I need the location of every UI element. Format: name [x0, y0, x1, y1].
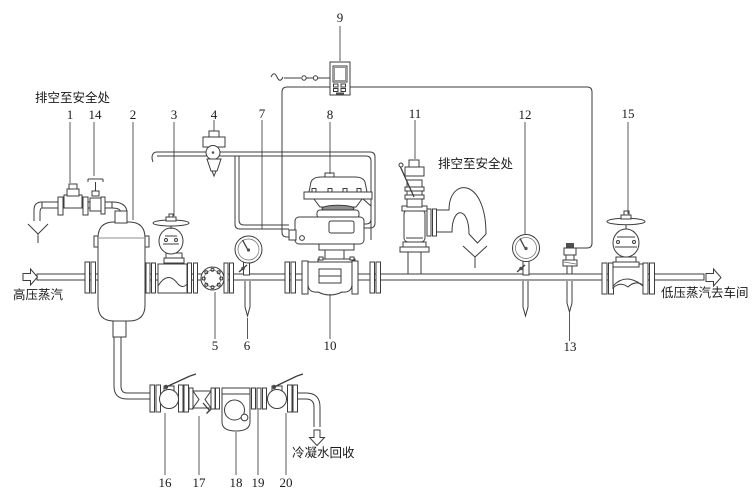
connector-icon [301, 75, 307, 81]
callout-8: 8 [327, 107, 334, 122]
callout-11: 11 [409, 106, 422, 121]
callout-17: 17 [193, 475, 207, 490]
callout-2: 2 [130, 107, 137, 122]
vent-safety-valve [57, 183, 89, 216]
callout-13: 13 [564, 339, 577, 354]
downstream-pressure-gauge [512, 234, 540, 318]
safety-valve-lever [399, 165, 415, 198]
pressure-controller [270, 61, 351, 96]
vent-funnel-right [462, 245, 488, 268]
y-strainer [188, 387, 216, 414]
controller-screen [332, 65, 348, 83]
callout-12: 12 [519, 107, 532, 122]
upstream-pressure-gauge [234, 235, 263, 318]
condensate-line [113, 337, 151, 400]
separator-vessel [84, 210, 156, 338]
callout-6: 6 [244, 338, 251, 353]
pressure-transmitter [562, 243, 578, 314]
vent-stop-valve [87, 178, 106, 215]
vessel-top-nozzle [114, 210, 128, 224]
vessel-bottom-nozzle [112, 320, 127, 338]
callout-19: 19 [252, 475, 265, 490]
vent-right-label: 排空至安全处 [438, 156, 514, 171]
air-supply-tubing [151, 151, 376, 230]
main-safety-valve [398, 159, 487, 274]
diaphragm-actuator-dome [308, 176, 368, 193]
vent-left-label: 排空至安全处 [35, 90, 111, 105]
check-valve [251, 387, 267, 410]
callout-20: 20 [280, 475, 293, 490]
connector-icon [312, 75, 319, 81]
callout-9: 9 [337, 10, 344, 25]
transmitter-to-controller-signal [350, 86, 593, 249]
discharge-gooseneck [436, 187, 487, 235]
callout-7: 7 [259, 106, 266, 121]
line-strainer [200, 262, 234, 294]
callout-14: 14 [89, 107, 103, 122]
condensate-outlet-elbow [297, 392, 326, 447]
ac-power-icon [270, 73, 284, 81]
steam-trap [215, 387, 251, 432]
callout-3: 3 [171, 107, 178, 122]
vent-funnel-left [27, 223, 49, 243]
controller-to-positioner-signal [281, 86, 330, 238]
condensate-label: 冷凝水回收 [292, 445, 355, 460]
callout-15: 15 [622, 106, 635, 121]
condensate-ball-valve-1 [149, 373, 197, 413]
inlet-label: 高压蒸汽 [13, 287, 64, 302]
outlet-flow-arrow [705, 267, 722, 288]
inlet-globe-valve [152, 213, 198, 294]
callout-numbers: 1 14 2 3 4 7 8 9 11 12 15 5 6 10 13 16 1… [67, 10, 635, 490]
callout-10: 10 [324, 338, 337, 353]
control-valve [284, 172, 381, 296]
condensate-ball-valve-2 [267, 373, 304, 413]
condensate-flow-arrow [308, 429, 326, 447]
callout-4: 4 [211, 107, 218, 122]
inlet-flow-arrow [22, 267, 39, 287]
callout-1: 1 [67, 107, 74, 122]
callout-18: 18 [230, 475, 243, 490]
callout-5: 5 [212, 338, 219, 353]
callout-leader-lines [69, 26, 629, 475]
outlet-globe-valve [601, 210, 655, 295]
air-filter-regulator [202, 130, 226, 178]
outlet-label: 低压蒸汽去车间 [661, 285, 749, 300]
callout-16: 16 [159, 475, 173, 490]
